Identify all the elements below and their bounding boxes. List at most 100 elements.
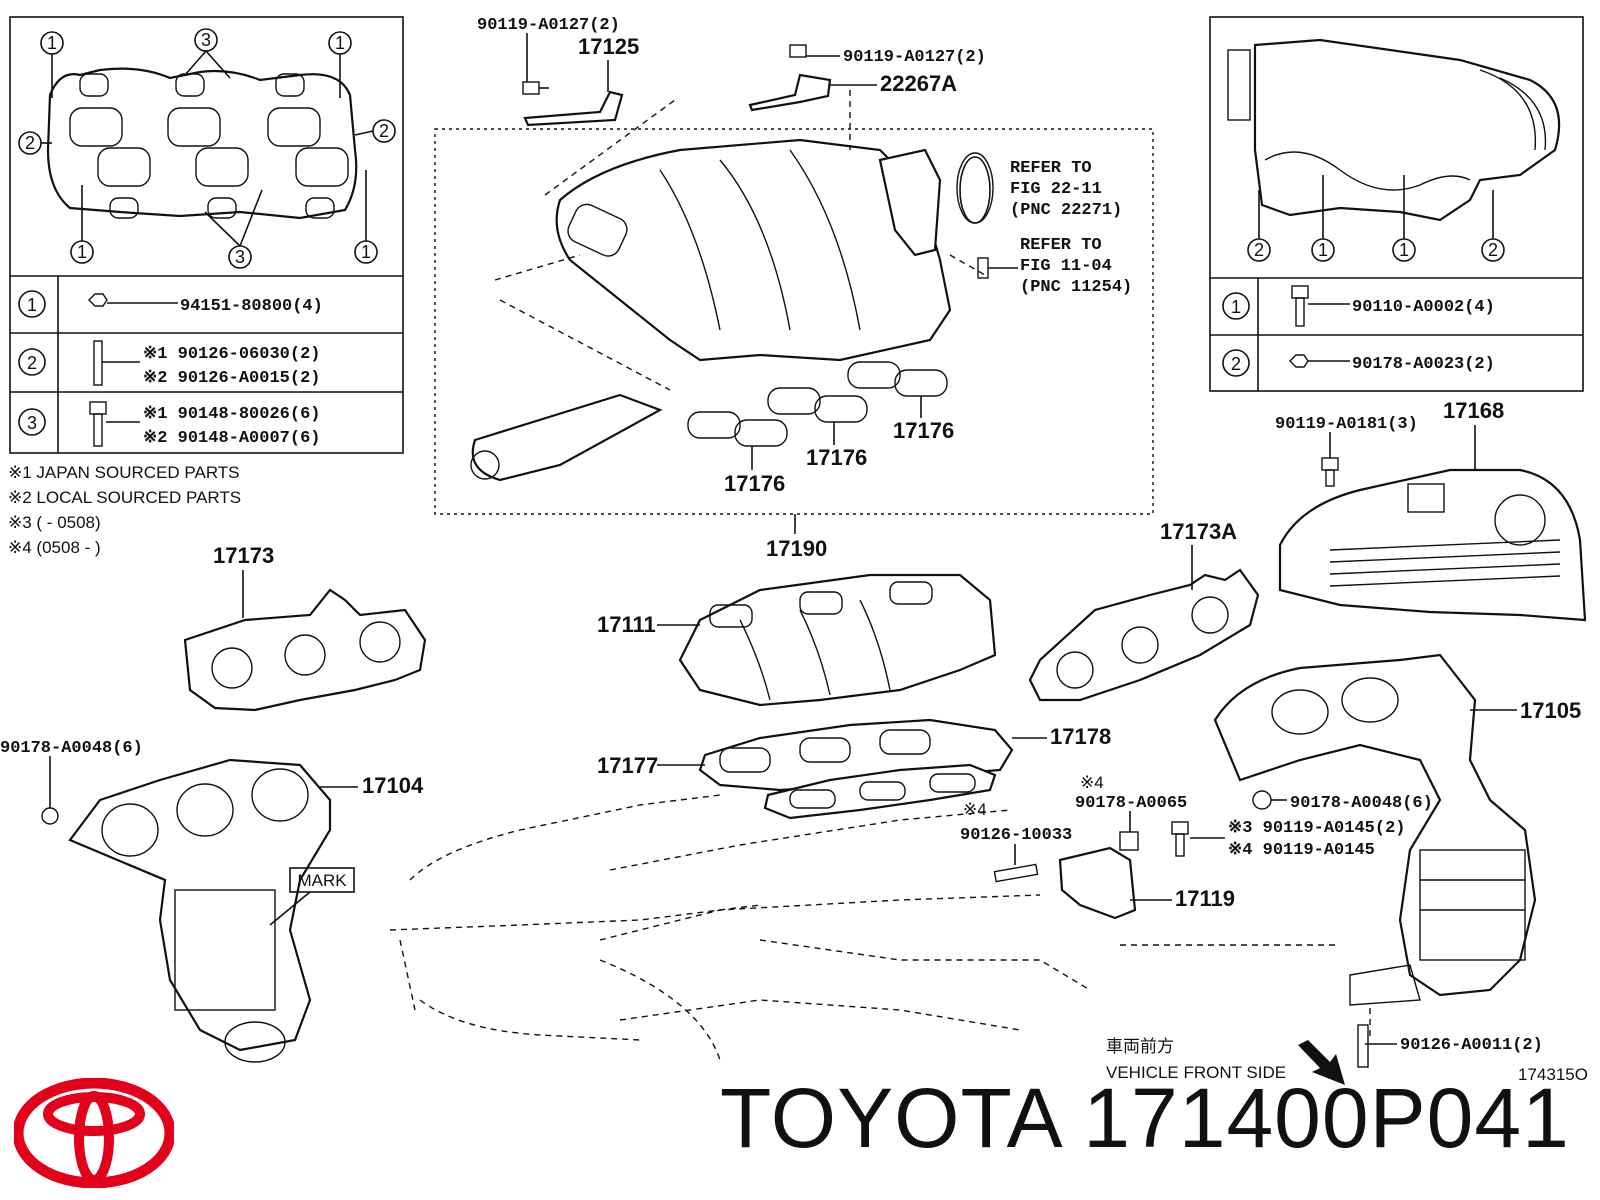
bolt-icon — [89, 401, 107, 415]
bracket-22267A — [748, 44, 832, 112]
label-17176-c: 17176 — [893, 418, 954, 443]
refer-note-2: REFER TO FIG 11-04 (PNC 11254) — [977, 236, 1132, 297]
label-17176-b: 17176 — [806, 445, 867, 470]
exhaust-gasket-17173A — [1028, 568, 1260, 702]
svg-text:(PNC 22271): (PNC 22271) — [1010, 201, 1122, 220]
intake-plenum-assembly — [434, 90, 1154, 515]
callout: 1 — [77, 242, 87, 262]
stud-icon — [93, 340, 103, 386]
footnotes: ※1 JAPAN SOURCED PARTS ※2 LOCAL SOURCED … — [8, 463, 241, 557]
label-90178-A0048-left: 90178-A0048(6) — [0, 739, 143, 758]
label-90119-A0127-b: 90119-A0127(2) — [843, 48, 986, 67]
bolt-icon — [1291, 285, 1309, 299]
part-number: ※2 90148-A0007(6) — [143, 429, 320, 448]
callout: 1 — [1318, 240, 1328, 260]
row-number: 1 — [27, 295, 37, 315]
engine-outline — [389, 794, 1371, 1061]
label-17178: 17178 — [1050, 724, 1111, 749]
label-90119-A0145-4: ※4 90119-A0145 — [1228, 841, 1375, 860]
bracket-17125 — [522, 81, 624, 127]
svg-text:FIG 11-04: FIG 11-04 — [1020, 257, 1112, 276]
mark-box — [289, 867, 355, 893]
legend-left-row-2: 2 ※1 90126-06030(2) ※2 90126-A0015(2) — [18, 340, 320, 388]
exhaust-manifold-17105 — [1213, 653, 1537, 1006]
callout: 3 — [235, 247, 245, 267]
callout: 2 — [25, 133, 35, 153]
note: ※1 JAPAN SOURCED PARTS — [8, 463, 240, 482]
callout: 1 — [1399, 240, 1409, 260]
intake-manifold-17111 — [678, 573, 997, 707]
callout-circles-left: 1 3 1 2 2 1 3 1 — [18, 28, 396, 269]
label-90126-10033: 90126-10033 — [960, 826, 1072, 845]
label-17176-a: 17176 — [724, 471, 785, 496]
legend-left: 1 3 1 2 2 1 3 1 1 94151-80800(4) — [9, 16, 404, 454]
nut-icon — [88, 293, 108, 307]
part-number: ※1 90126-06030(2) — [143, 345, 320, 364]
label-17173: 17173 — [213, 543, 274, 568]
callout: 1 — [47, 33, 57, 53]
label-17105: 17105 — [1520, 698, 1581, 723]
brand-part-number: TOYOTA 171400P041 — [720, 1071, 1570, 1165]
note: ※2 LOCAL SOURCED PARTS — [8, 488, 241, 507]
bracket-17119 — [993, 821, 1189, 920]
callout: 1 — [335, 33, 345, 53]
label-17104: 17104 — [362, 773, 424, 798]
row-number: 2 — [27, 353, 37, 373]
label-17177: 17177 — [597, 753, 658, 778]
label-17168: 17168 — [1443, 398, 1504, 423]
label-90119-A0145-3: ※3 90119-A0145(2) — [1228, 819, 1405, 838]
legend-left-row-1: 1 94151-80800(4) — [18, 290, 323, 318]
part-number: ※2 90126-A0015(2) — [143, 369, 320, 388]
label-17125: 17125 — [578, 34, 639, 59]
label-90126-A0011: 90126-A0011(2) — [1400, 1036, 1543, 1055]
label-90178-A0065: 90178-A0065 — [1075, 794, 1187, 813]
legend-right-row-2: 2 90178-A0023(2) — [1222, 349, 1495, 377]
nut-icon — [1289, 354, 1309, 368]
note: ※4 (0508 - ) — [8, 538, 101, 557]
figure-code: 174315O — [1518, 1065, 1588, 1084]
refer-note-1: REFER TO FIG 22-11 (PNC 22271) — [1010, 159, 1122, 220]
legend-right: 2 1 1 2 1 90110-A0002(4) 2 90178-A0023(2… — [1209, 16, 1584, 392]
callout: 2 — [1254, 240, 1264, 260]
callout: 1 — [361, 242, 371, 262]
label-22267A: 22267A — [880, 71, 957, 96]
row-number: 2 — [1231, 354, 1241, 374]
label-mark: MARK — [297, 871, 347, 890]
note: ※3 ( - 0508) — [8, 513, 101, 532]
callout: 2 — [379, 121, 389, 141]
row-number: 3 — [27, 413, 37, 433]
part-number: 90110-A0002(4) — [1352, 298, 1495, 317]
label-90178-A0048-right: 90178-A0048(6) — [1290, 794, 1433, 813]
label-90119-A0127-a: 90119-A0127(2) — [477, 16, 620, 35]
callout: 2 — [1488, 240, 1498, 260]
label-90119-A0181: 90119-A0181(3) — [1275, 415, 1418, 434]
front-label-en: VEHICLE FRONT SIDE — [1106, 1063, 1286, 1082]
intake-gasket-17177-17178 — [698, 718, 1014, 820]
part-number: 94151-80800(4) — [180, 297, 323, 316]
part-number: ※1 90148-80026(6) — [143, 405, 320, 424]
label-17111: 17111 — [597, 612, 656, 637]
part-number: 90178-A0023(2) — [1352, 355, 1495, 374]
svg-text:REFER TO: REFER TO — [1020, 236, 1102, 255]
svg-text:(PNC 11254): (PNC 11254) — [1020, 278, 1132, 297]
heat-insulator-17168 — [1278, 468, 1587, 622]
exhaust-gasket-17173 — [183, 588, 427, 712]
callout: 3 — [201, 30, 211, 50]
svg-text:FIG 22-11: FIG 22-11 — [1010, 180, 1102, 199]
note-ref-4a: ※4 — [963, 800, 987, 819]
intake-elbow-drawing — [1227, 38, 1561, 222]
note-ref-4b: ※4 — [1080, 773, 1104, 792]
legend-left-row-3: 3 ※1 90148-80026(6) ※2 90148-A0007(6) — [18, 401, 320, 448]
row-number: 1 — [1231, 297, 1241, 317]
label-17119: 17119 — [1175, 886, 1235, 911]
legend-right-row-1: 1 90110-A0002(4) — [1222, 285, 1495, 327]
front-label-jp: 車両前方 — [1106, 1037, 1174, 1056]
intake-gasket-drawing — [46, 67, 358, 220]
label-17190: 17190 — [766, 536, 827, 561]
svg-text:REFER TO: REFER TO — [1010, 159, 1092, 178]
direction-arrow-icon — [1298, 1040, 1345, 1085]
label-17173A: 17173A — [1160, 519, 1237, 544]
exhaust-manifold-17104 — [68, 758, 332, 1063]
toyota-logo — [14, 1078, 174, 1188]
